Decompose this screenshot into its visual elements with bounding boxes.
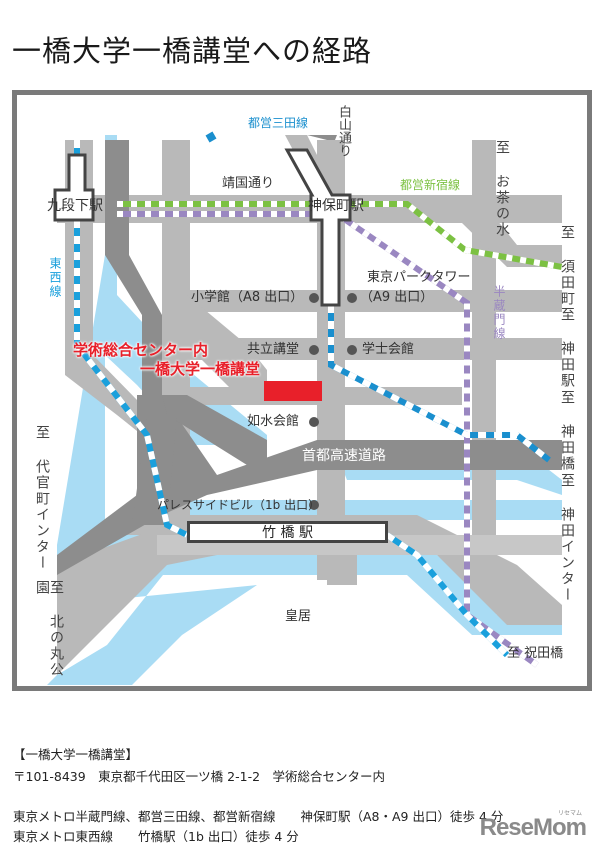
direction-daikancho-inter: 至 代官町インター bbox=[34, 425, 50, 571]
destination-label-line1: 学術総合センター内 bbox=[73, 341, 209, 359]
yasukuni-dori-label: 靖国通り bbox=[222, 176, 275, 191]
destination-marker bbox=[264, 381, 322, 401]
resemom-logo: ReseMom リセマム bbox=[479, 811, 587, 842]
info-access-takebashi: 東京メトロ東西線 竹橋駅（1b 出口）徒歩 4 分 bbox=[13, 829, 299, 844]
destination-label-line2: 一橋大学一橋講堂 bbox=[140, 360, 261, 378]
direction-kanda-station: 至 神田駅 bbox=[559, 307, 575, 389]
a9-exit-label: （A9 出口） bbox=[360, 290, 434, 305]
hanzomon-line bbox=[117, 211, 539, 668]
tozai-line-label: 東西線 bbox=[48, 257, 62, 299]
kyoritsu-kodo-label: 共立講堂 bbox=[247, 342, 300, 357]
roads-dark bbox=[57, 135, 562, 575]
takebashi-station: 竹 橋 駅 bbox=[187, 521, 388, 543]
direction-ochanomizu: 至 お茶の水 bbox=[494, 140, 510, 238]
imperial-palace-label: 皇居 bbox=[285, 609, 312, 624]
kudanshita-station-label: 九段下駅 bbox=[47, 198, 103, 214]
direction-kanda-inter: 至 神田インター bbox=[559, 473, 575, 603]
hakusan-dori-label: 白山通り bbox=[336, 105, 351, 157]
tozai-line bbox=[74, 140, 510, 658]
gakushi-kaikan-label: 学士会館 bbox=[362, 342, 415, 357]
direction-iwaidabashi: 至 祝田橋 bbox=[507, 646, 564, 661]
shogakukan-label: 小学館（A8 出口） bbox=[191, 290, 304, 305]
info-heading: 【一橋大学一橋講堂】 bbox=[13, 747, 139, 762]
mita-line-marker bbox=[205, 131, 217, 143]
route-map: 九段下駅 神保町駅 竹 橋 駅 都営三田線 都営新宿線 半蔵門線 東西線 靖国通… bbox=[12, 90, 592, 691]
hanzomon-line-label: 半蔵門線 bbox=[492, 285, 506, 341]
toei-shinjuku-line-label: 都営新宿線 bbox=[400, 178, 461, 192]
map-graphics bbox=[47, 131, 563, 685]
jimbocho-station-label: 神保町駅 bbox=[308, 198, 364, 214]
info-address: 〒101-8439 東京都千代田区一ツ橋 2-1-2 学術総合センター内 bbox=[13, 769, 386, 784]
tokyo-park-tower-label: 東京パークタワー bbox=[367, 270, 471, 285]
info-access-jimbocho: 東京メトロ半蔵門線、都営三田線、都営新宿線 神保町駅（A8・A9 出口）徒歩 4… bbox=[13, 809, 504, 824]
landmark-dots bbox=[309, 293, 357, 510]
page-title: 一橋大学一橋講堂への経路 bbox=[12, 34, 373, 68]
jimbocho-station-shape bbox=[284, 148, 352, 307]
takebashi-station-label: 竹 橋 駅 bbox=[262, 525, 313, 541]
toei-mita-line bbox=[328, 305, 551, 463]
palaceside-building-label: パレスサイドビル（1b 出口） bbox=[157, 498, 321, 512]
josui-kaikan-label: 如水会館 bbox=[247, 414, 300, 429]
kudanshita-station-shape bbox=[53, 153, 95, 222]
direction-kitanomaru-park: 至 北の丸公園 bbox=[34, 580, 64, 678]
toei-mita-line-label: 都営三田線 bbox=[248, 116, 309, 130]
direction-sudacho: 至 須田町 bbox=[559, 225, 575, 307]
direction-kandabashi: 至 神田橋 bbox=[559, 390, 575, 472]
logo-text: ReseMom bbox=[479, 814, 587, 841]
logo-subtext: リセマム bbox=[557, 811, 582, 817]
toei-shinjuku-line bbox=[117, 201, 563, 270]
shuto-expressway-label: 首都高速道路 bbox=[302, 448, 386, 464]
